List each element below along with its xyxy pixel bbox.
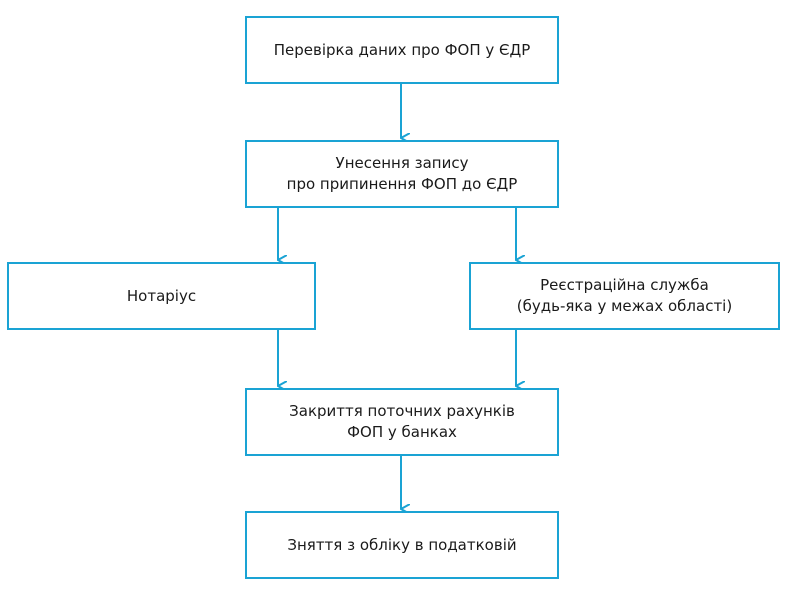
node-record-termination: Унесення запису про припинення ФОП до ЄД…: [245, 140, 559, 208]
node-tax-deregistration: Зняття з обліку в податковій: [245, 511, 559, 579]
node-registration-service: Реєстраційна служба (будь-яка у межах об…: [469, 262, 780, 330]
node-notary: Нотаріус: [7, 262, 316, 330]
node-close-bank-accounts-line1: Закриття поточних рахунків: [289, 402, 515, 420]
node-record-termination-line2: про припинення ФОП до ЄДР: [286, 175, 518, 193]
node-check-data-text: Перевірка даних про ФОП у ЄДР: [273, 40, 531, 59]
node-record-termination-line1: Унесення запису: [335, 154, 469, 172]
node-close-bank-accounts: Закриття поточних рахунків ФОП у банках: [245, 388, 559, 456]
node-check-data: Перевірка даних про ФОП у ЄДР: [245, 16, 559, 84]
node-close-bank-accounts-line2: ФОП у банках: [347, 423, 457, 441]
node-notary-text: Нотаріус: [126, 286, 197, 305]
node-registration-service-line2: (будь-яка у межах області): [516, 297, 733, 315]
node-tax-deregistration-text: Зняття з обліку в податковій: [287, 535, 517, 554]
node-registration-service-line1: Реєстраційна служба: [540, 276, 709, 294]
